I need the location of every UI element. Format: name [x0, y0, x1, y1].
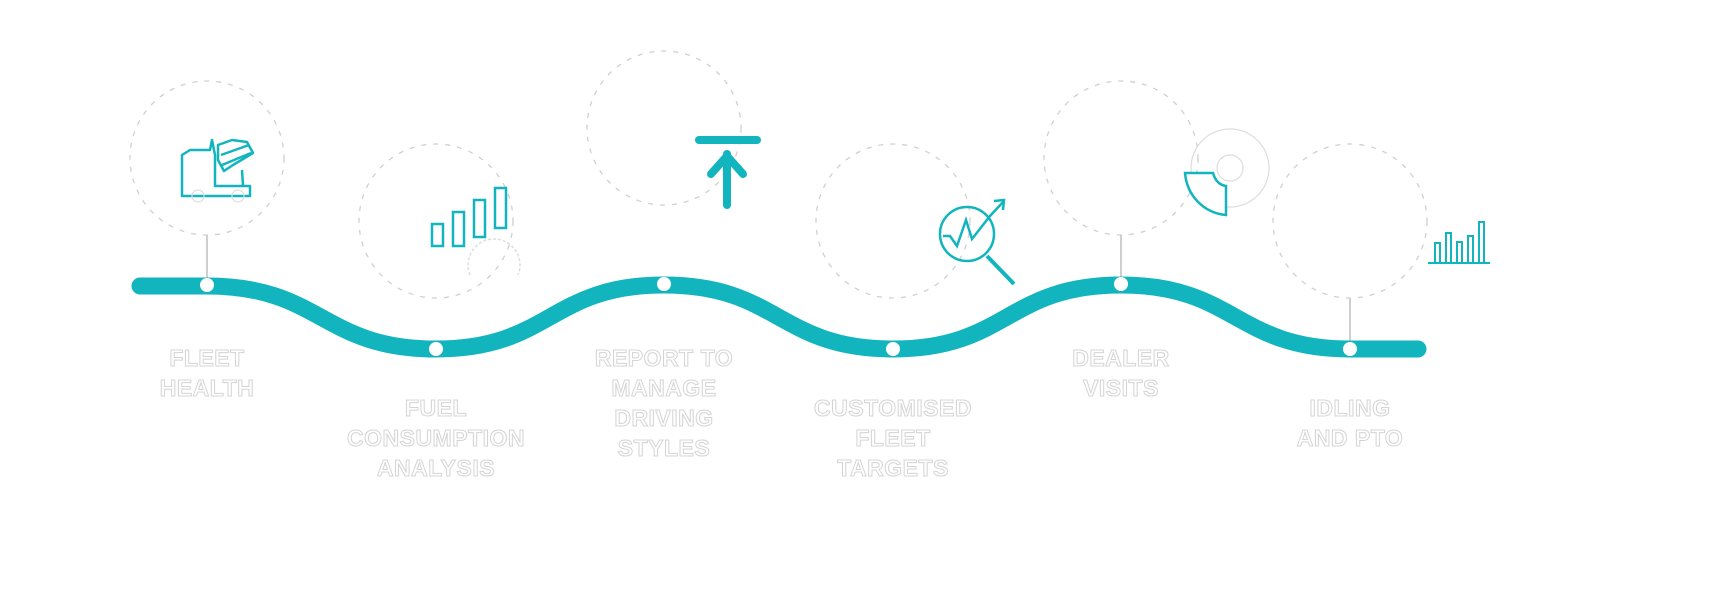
step-label-driving-styles: REPORT TO MANAGE DRIVING STYLES	[544, 343, 784, 463]
circle-step-6	[1272, 143, 1428, 299]
step-label-fleet-targets: CUSTOMISED FLEET TARGETS	[773, 393, 1013, 483]
label-line: FLEET	[169, 345, 245, 372]
step-label-fuel-consumption: FUEL CONSUMPTION ANALYSIS	[316, 393, 556, 483]
circle-step-4	[815, 143, 971, 299]
label-line: ANALYSIS	[376, 455, 496, 482]
bar-chart-gauge-icon	[430, 186, 508, 248]
step-label-idling-pto: IDLING AND PTO	[1230, 393, 1470, 453]
icon-circles	[129, 50, 1428, 299]
circle-step-2	[358, 143, 514, 299]
step-dots	[200, 277, 1357, 356]
label-line: AND PTO	[1296, 425, 1404, 452]
label-line: TARGETS	[837, 455, 949, 482]
label-line: MANAGE	[611, 375, 717, 402]
magnifier-trend-icon	[938, 198, 1016, 286]
label-line: DRIVING	[614, 405, 714, 432]
label-line: CUSTOMISED	[814, 395, 972, 422]
label-line: REPORT TO	[594, 345, 734, 372]
label-line: STYLES	[617, 435, 711, 462]
label-line: IDLING	[1309, 395, 1391, 422]
circle-step-1	[129, 80, 285, 236]
label-line: DEALER	[1072, 345, 1170, 372]
label-line: CONSUMPTION	[347, 425, 526, 452]
wave-line	[131, 276, 1427, 358]
step-label-dealer-visits: DEALER VISITS	[1001, 343, 1241, 403]
label-line: VISITS	[1083, 375, 1159, 402]
label-line: FLEET	[855, 425, 931, 452]
concrete-mixer-truck-icon	[180, 138, 255, 198]
label-line: FUEL	[404, 395, 468, 422]
circle-step-3	[586, 50, 742, 206]
step-label-fleet-health: FLEET HEALTH	[87, 343, 327, 403]
bar-chart-icon	[1428, 221, 1490, 264]
circle-step-5	[1043, 80, 1199, 236]
label-line: HEALTH	[159, 375, 255, 402]
pie-target-icon	[1183, 171, 1228, 217]
upload-arrow-icon	[695, 136, 761, 209]
